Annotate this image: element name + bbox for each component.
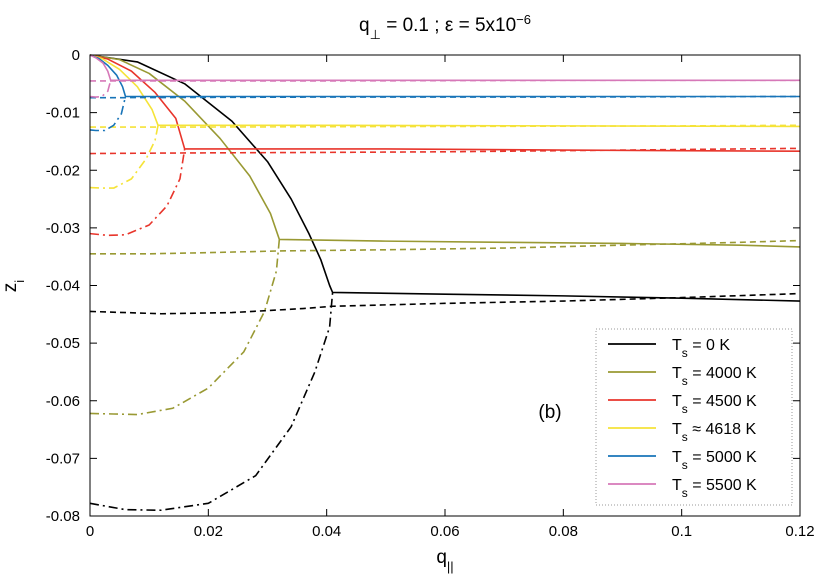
x-axis-label: q|| <box>436 547 453 574</box>
series-line-solid-3 <box>89 54 801 128</box>
series-line-solid-2 <box>89 54 801 153</box>
series-line-solid-1 <box>89 54 801 248</box>
y-tick-label: 0 <box>72 47 80 64</box>
series-line-dashdot-5 <box>89 80 112 98</box>
x-tick-label: 0.1 <box>671 523 692 540</box>
chart-title: q⊥ = 0.1 ; ε = 5x10−6 <box>359 12 531 42</box>
y-tick-label: -0.07 <box>46 450 80 467</box>
legend-label: Ts = 5500 K <box>672 477 757 500</box>
y-tick-label: -0.03 <box>46 220 80 237</box>
series-line-solid-5 <box>89 54 800 82</box>
series-line-solid-0 <box>89 54 801 302</box>
y-tick-label: -0.08 <box>46 508 80 525</box>
y-tick-label: -0.01 <box>46 105 80 122</box>
y-tick-label: -0.05 <box>46 335 80 352</box>
series-line-dashdot-1 <box>89 239 281 416</box>
y-tick-label: -0.02 <box>46 162 80 179</box>
series-line-dashdot-2 <box>89 148 186 237</box>
series-line-dashed-2 <box>89 147 801 155</box>
legend-label: Ts = 4500 K <box>672 393 757 416</box>
legend-label: Ts = 4000 K <box>672 365 757 388</box>
series-line-dashed-0 <box>89 292 801 315</box>
y-tick-label: -0.04 <box>46 278 80 295</box>
series-line-dashdot-3 <box>89 125 159 189</box>
series-line-dashdot-0 <box>89 292 334 512</box>
x-tick-label: 0 <box>86 523 94 540</box>
x-tick-label: 0.04 <box>312 523 341 540</box>
y-tick-label: -0.06 <box>46 393 80 410</box>
x-tick-label: 0.12 <box>785 523 814 540</box>
y-axis-label: zi <box>0 280 27 293</box>
legend-label: Ts ≈ 4618 K <box>672 421 756 444</box>
legend-box <box>595 328 793 506</box>
x-tick-label: 0.08 <box>549 523 578 540</box>
series-line-dashed-1 <box>90 239 801 255</box>
x-tick-label: 0.06 <box>430 523 459 540</box>
curves <box>89 54 801 512</box>
legend-label: Ts = 5000 K <box>672 449 757 472</box>
x-tick-label: 0.02 <box>194 523 223 540</box>
axes: 0 0.02 0.04 0.06 0.08 0.1 0.12 0 -0.01 -0.02 -0.03… <box>46 47 815 540</box>
legend: Ts = 0 K Ts = 4000 K Ts = 4500 K Ts ≈ 4618 … <box>595 328 793 506</box>
panel-label: (b) <box>538 402 561 423</box>
series-line-solid-4 <box>89 54 800 98</box>
series-line-dashdot-4 <box>89 96 127 132</box>
legend-label: Ts = 0 K <box>672 337 730 360</box>
